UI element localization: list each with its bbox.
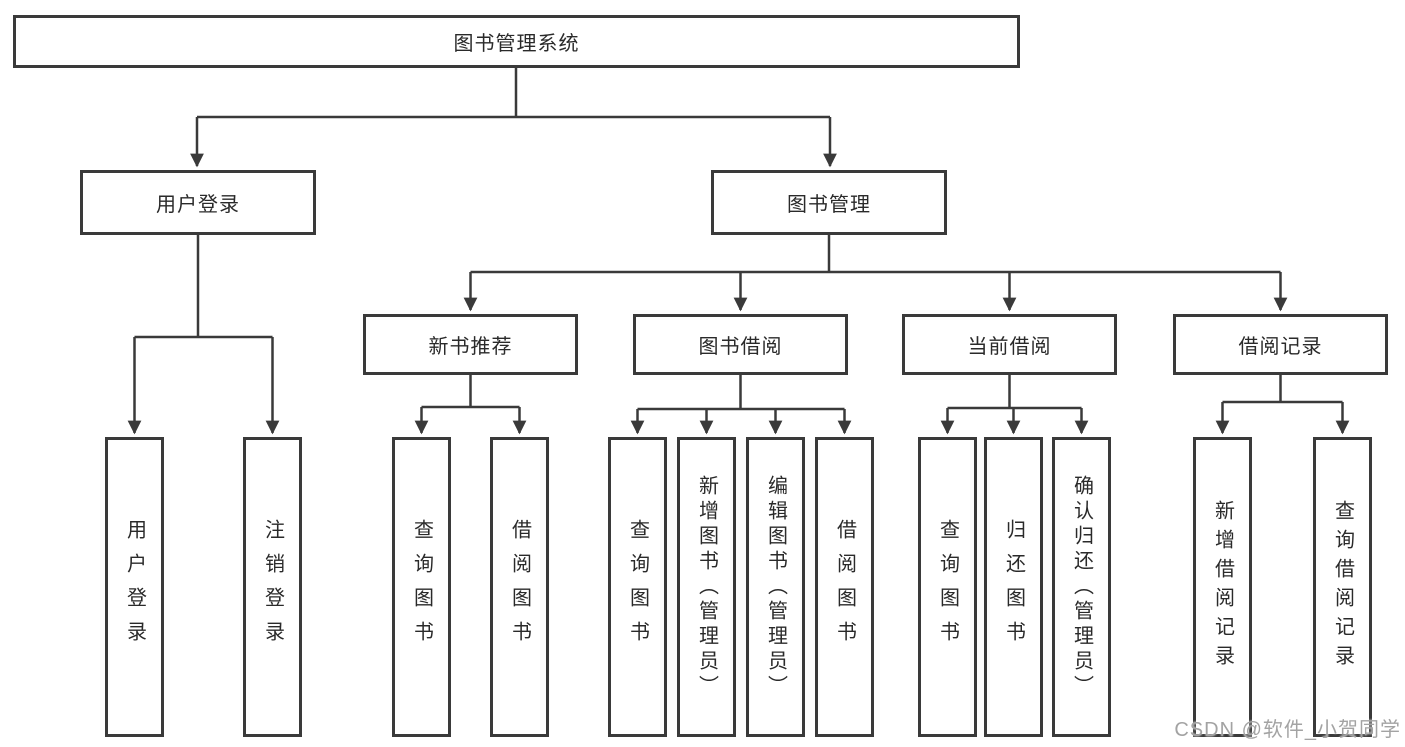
leaf-borrow-books-recommend-label: 借阅图书 [508,519,531,655]
leaf-add-borrow-record: 新增借阅记录 [1193,437,1252,737]
node-book-management: 图书管理 [711,170,947,235]
leaf-user-login-label: 用户登录 [123,519,146,655]
node-book-borrow: 图书借阅 [633,314,848,375]
csdn-watermark: CSDN @软件_小贺同学 [1174,719,1401,741]
node-book-borrow-label: 图书借阅 [698,336,783,358]
node-user-login: 用户登录 [80,170,316,235]
leaf-query-books-recommend-label: 查询图书 [410,519,433,655]
node-current-borrow-label: 当前借阅 [967,336,1052,358]
leaf-query-borrow-record: 查询借阅记录 [1313,437,1372,737]
node-root: 图书管理系统 [13,15,1020,68]
leaf-query-books-borrow: 查询图书 [608,437,667,737]
leaf-query-books-recommend: 查询图书 [392,437,451,737]
leaf-query-books-borrow-label: 查询图书 [626,519,649,655]
leaf-return-book: 归还图书 [984,437,1043,737]
leaf-confirm-return-admin: 确认归还（管理员） [1052,437,1111,737]
leaf-query-books-current-label: 查询图书 [936,519,959,655]
node-root-label: 图书管理系统 [453,33,580,55]
leaf-query-borrow-record-label: 查询借阅记录 [1331,500,1354,674]
leaf-confirm-return-admin-label: 确认归还（管理员） [1070,474,1093,700]
leaf-add-borrow-record-label: 新增借阅记录 [1211,500,1234,674]
leaf-add-book-admin: 新增图书（管理员） [677,437,736,737]
leaf-borrow-books: 借阅图书 [815,437,874,737]
leaf-user-login: 用户登录 [105,437,164,737]
leaf-add-book-admin-label: 新增图书（管理员） [695,474,718,700]
leaf-return-book-label: 归还图书 [1002,519,1025,655]
leaf-logout-label: 注销登录 [261,519,284,655]
leaf-edit-book-admin: 编辑图书（管理员） [746,437,805,737]
node-borrow-records-label: 借阅记录 [1238,336,1323,358]
leaf-borrow-books-recommend: 借阅图书 [490,437,549,737]
leaf-edit-book-admin-label: 编辑图书（管理员） [764,474,787,700]
node-new-book-recommend-label: 新书推荐 [428,336,513,358]
node-book-management-label: 图书管理 [787,194,871,216]
leaf-borrow-books-label: 借阅图书 [833,519,856,655]
leaf-logout: 注销登录 [243,437,302,737]
node-new-book-recommend: 新书推荐 [363,314,578,375]
leaf-query-books-current: 查询图书 [918,437,977,737]
node-current-borrow: 当前借阅 [902,314,1117,375]
node-borrow-records: 借阅记录 [1173,314,1388,375]
node-user-login-label: 用户登录 [156,194,240,216]
